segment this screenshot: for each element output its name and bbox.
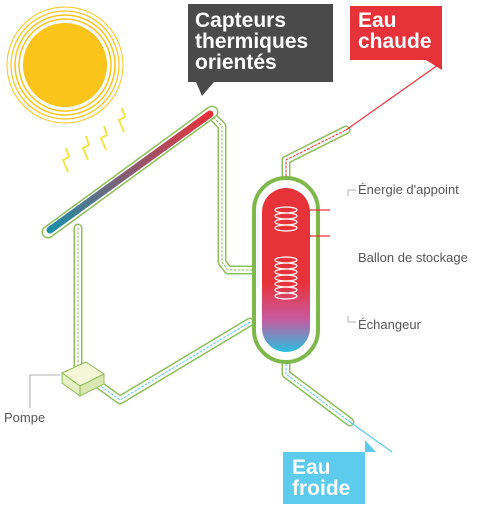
callout-chaude-line2: chaude [358, 30, 432, 53]
callout-eau-chaude: Eau chaude [350, 6, 442, 60]
cold-water-inlet-line [349, 421, 393, 453]
heat-exchanger-coil-icon [274, 256, 298, 300]
callout-capteurs-line1: Capteurs [195, 9, 287, 32]
callout-froide-line2: froide [292, 477, 351, 500]
backup-heater-coil-icon [274, 206, 298, 232]
sun-rays-icon [62, 107, 126, 173]
callout-chaude-line1: Eau [358, 9, 397, 32]
callout-capteurs-thermiques: Capteurs thermiques orientés [188, 4, 333, 82]
callout-capteurs-pointer [196, 82, 214, 96]
storage-tank [252, 176, 320, 364]
label-energie-appoint: Énergie d'appoint [358, 182, 459, 197]
callout-chaude-pointer [426, 60, 442, 70]
label-pompe: Pompe [4, 410, 46, 425]
solar-collector-panel [41, 105, 219, 239]
label-leaders [29, 189, 356, 408]
pump-icon [61, 361, 105, 397]
callout-capteurs-line3: orientés [195, 51, 277, 74]
pipe-network [73, 107, 355, 427]
callout-eau-froide: Eau froide [283, 452, 365, 504]
callout-capteurs-line2: thermiques [195, 30, 309, 53]
callout-froide-pointer [365, 440, 376, 452]
sun-icon [6, 6, 124, 124]
label-echangeur: Échangeur [358, 317, 421, 332]
hot-water-outlet-line [345, 64, 439, 131]
backup-heater-leads [310, 209, 330, 237]
callout-froide-line1: Eau [292, 456, 331, 479]
label-ballon-stockage: Ballon de stockage [358, 250, 468, 265]
